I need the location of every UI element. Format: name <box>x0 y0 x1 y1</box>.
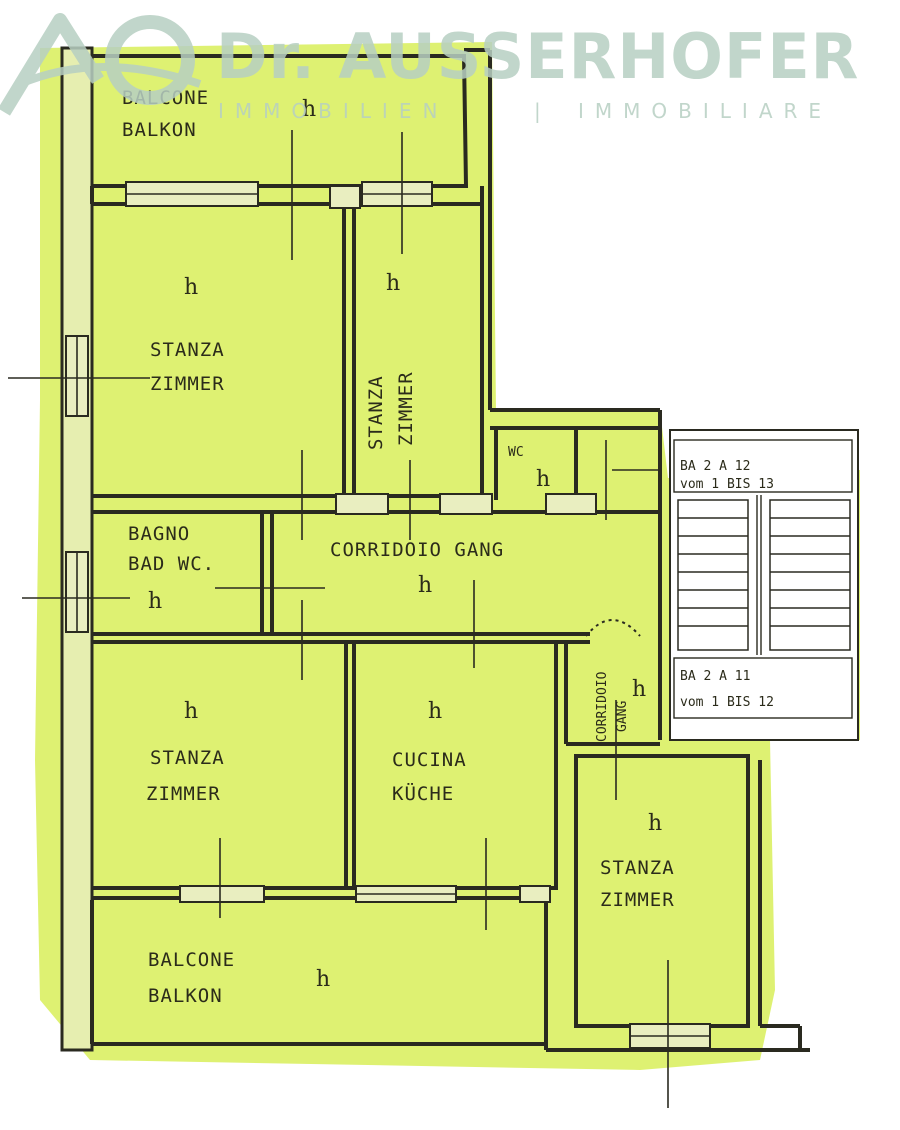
wc-line1: WC <box>508 445 524 460</box>
bath-line1: BAGNO <box>128 523 190 545</box>
logo-tagline-right: IMMOBILIARE <box>578 99 832 123</box>
staircase: BA 2 A 12 vom 1 BIS 13 BA 2 A 11 vom 1 B… <box>669 429 859 741</box>
bath-label: BAGNO BAD WC. h <box>128 523 215 614</box>
room-labels: BALCONE BALKON h h STANZA ZIMMER h STANZ… <box>122 87 675 1007</box>
wc-label: WC h <box>508 445 550 492</box>
room-middle-line1: STANZA <box>365 375 387 450</box>
corridor-label: CORRIDOIO GANG h <box>330 539 504 598</box>
wc-mark: h <box>536 467 550 492</box>
bath-line2: BAD WC. <box>128 553 215 575</box>
room-middle-mark: h <box>386 271 400 296</box>
balcony-bottom-line1: BALCONE <box>148 949 235 971</box>
balcony-bottom-label: BALCONE BALKON h <box>148 949 330 1007</box>
corridor-mark: h <box>418 573 432 598</box>
room-left-line1: STANZA <box>150 339 225 361</box>
kitchen-label: h CUCINA KÜCHE <box>392 699 467 805</box>
kitchen-line1: CUCINA <box>392 749 467 771</box>
balcony-bottom-mark: h <box>316 967 330 992</box>
room-bottom-right-mark: h <box>648 811 662 836</box>
logo-brand: Dr. AUSSERHOFER <box>216 20 859 93</box>
room-left-mark: h <box>184 275 198 300</box>
room-left-label: h STANZA ZIMMER <box>150 275 225 395</box>
balcony-bottom-line2: BALKON <box>148 985 223 1007</box>
section-lines <box>8 130 669 1108</box>
corridor-line1: CORRIDOIO GANG <box>330 539 504 561</box>
windows <box>65 181 711 1049</box>
corridor-small-line1: CORRIDOIO <box>595 671 610 742</box>
kitchen-mark: h <box>428 699 442 724</box>
door-arc <box>585 619 641 637</box>
logo-watermark: Dr. AUSSERHOFER IMMOBILIEN | IMMOBILIARE <box>0 13 859 123</box>
logo-tagline-left: IMMOBILIEN <box>218 99 448 123</box>
room-middle-line2: ZIMMER <box>395 371 417 446</box>
corridor-small-label: CORRIDOIO GANG h <box>595 671 646 742</box>
room-middle-label: h STANZA ZIMMER <box>365 271 417 450</box>
bath-mark: h <box>148 589 162 614</box>
stairs-bottom-label-2: vom 1 BIS 12 <box>680 695 774 710</box>
kitchen-line2: KÜCHE <box>392 782 454 805</box>
logo-emblem <box>0 13 202 116</box>
balcony-top-line2: BALKON <box>122 119 197 141</box>
logo-separator: | <box>534 99 552 123</box>
room-bottom-right-line2: ZIMMER <box>600 889 675 911</box>
room-bottom-right-label: h STANZA ZIMMER <box>600 811 675 911</box>
corridor-small-mark: h <box>632 677 646 702</box>
room-bottom-left-line2: ZIMMER <box>146 783 221 805</box>
room-bottom-left-mark: h <box>184 699 198 724</box>
room-left-line2: ZIMMER <box>150 373 225 395</box>
room-bottom-left-line1: STANZA <box>150 747 225 769</box>
stairs-top-label-1: BA 2 A 12 <box>680 459 750 474</box>
stairs-bottom-label-1: BA 2 A 11 <box>680 669 750 684</box>
stairs-top-label-2: vom 1 BIS 13 <box>680 477 774 492</box>
corridor-small-line2: GANG <box>615 701 630 732</box>
room-bottom-right-line1: STANZA <box>600 857 675 879</box>
balcony-top-mark: h <box>302 97 316 122</box>
walls <box>60 46 810 1052</box>
room-bottom-left-label: h STANZA ZIMMER <box>146 699 225 805</box>
apartment-highlight <box>35 42 860 1070</box>
